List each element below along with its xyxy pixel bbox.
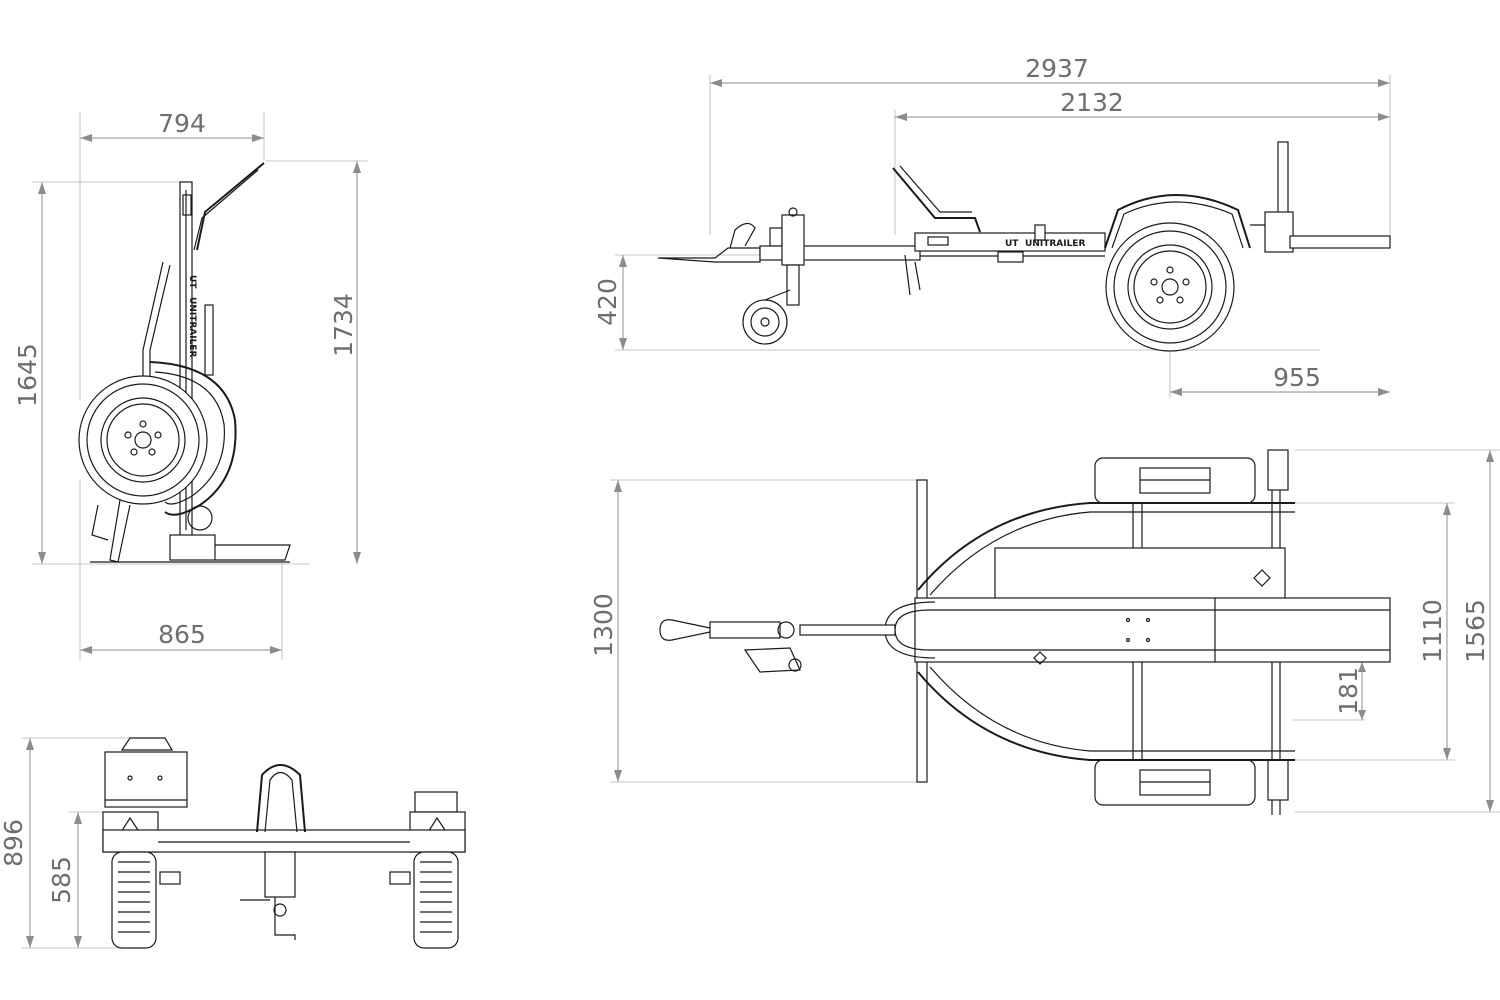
rear-view: 896 585 <box>0 737 466 949</box>
plan-view: 1300 181 1110 1565 <box>589 449 1500 815</box>
dim-elev-axle-to-rear: 955 <box>1273 363 1321 392</box>
dim-side-height-left: 1645 <box>13 343 42 407</box>
dim-plan-offset: 181 <box>1334 667 1363 715</box>
dim-elev-height-drawbar: 420 <box>593 278 622 326</box>
dim-rear-height-platform: 585 <box>47 856 76 904</box>
dim-side-height-right: 1734 <box>329 293 358 357</box>
elev-wheel <box>1105 222 1235 352</box>
plan-tyres <box>1094 457 1256 806</box>
elev-logo: UT UNITRAILER <box>1005 239 1085 249</box>
dim-side-width-top: 794 <box>158 109 206 138</box>
dim-plan-width-outer: 1565 <box>1461 599 1490 663</box>
svg-text:UT: UT <box>1005 239 1019 249</box>
side-view-folded: 794 865 1645 1734 UT UNITRAILER <box>13 109 368 660</box>
svg-text:UNITRAILER: UNITRAILER <box>1025 239 1085 249</box>
dim-side-width-bottom: 865 <box>158 620 206 649</box>
dim-elev-length-total: 2937 <box>1025 54 1089 83</box>
dim-elev-length-frame: 2132 <box>1060 88 1124 117</box>
dim-rear-height-total: 896 <box>0 819 28 867</box>
side-elevation: 2937 2132 420 955 <box>593 54 1391 398</box>
svg-text:UNITRAILER: UNITRAILER <box>187 297 197 357</box>
svg-text:UT: UT <box>187 275 197 289</box>
dim-plan-width-inner: 1110 <box>1418 599 1447 663</box>
side-wheel <box>78 375 208 505</box>
dim-plan-width-left: 1300 <box>589 593 618 657</box>
side-logo: UT UNITRAILER <box>187 275 197 357</box>
rear-tyres <box>111 851 459 949</box>
